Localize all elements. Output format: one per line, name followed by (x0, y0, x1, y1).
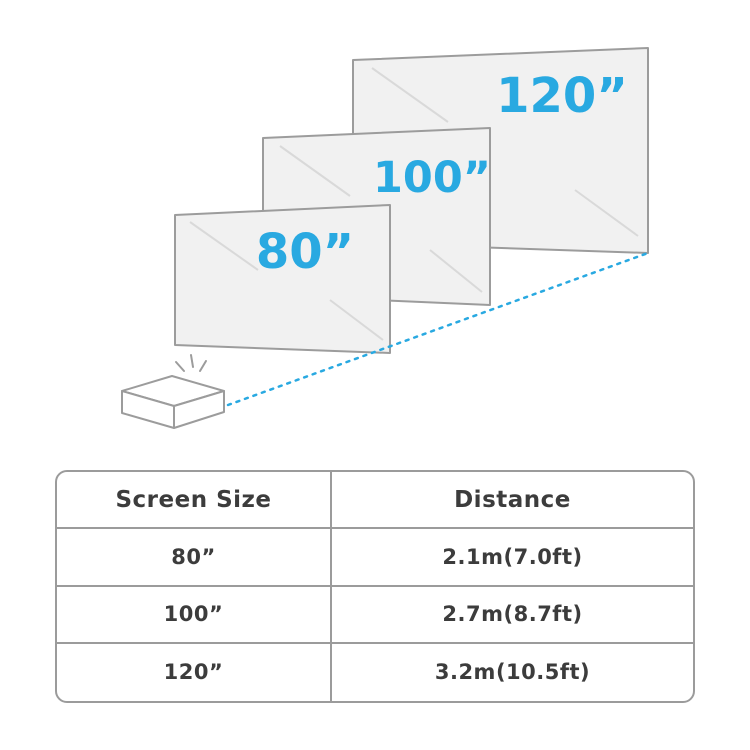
table-row-80-distance: 2.1m(7.0ft) (332, 529, 693, 587)
throw-distance-svg: 120” 100” 80” (121, 47, 650, 429)
throw-distance-diagram: 120” 100” 80” (121, 47, 650, 429)
table-header-screen-size: Screen Size (57, 472, 332, 530)
table-row-120-size: 120” (57, 643, 332, 701)
projector-light-rays (175, 354, 207, 372)
screen-distance-table: Screen Size Distance 80” 2.1m(7.0ft) 100… (55, 470, 695, 703)
table-row-120-distance: 3.2m(10.5ft) (434, 660, 591, 685)
screen-120-glare-bottom (574, 189, 639, 237)
table-row-100-distance: 2.7m(8.7ft) (332, 587, 693, 644)
screen-100-glare-top (279, 145, 351, 197)
table-row-100-size: 100” (57, 586, 332, 644)
screen-100-label: 100” (373, 153, 491, 203)
table-header-distance: Distance (332, 472, 693, 530)
screen-80: 80” (174, 204, 391, 354)
projector-icon (121, 354, 225, 429)
projector-right-face (173, 390, 225, 429)
screen-80-glare-top (189, 221, 259, 271)
screen-120-label: 120” (496, 68, 628, 124)
screen-80-glare-bottom (329, 299, 384, 341)
throw-distance-line (226, 251, 650, 407)
screen-100-glare-bottom (429, 249, 483, 293)
screen-80-panel (174, 204, 391, 354)
screen-120-glare-top (371, 67, 449, 123)
screen-80-label: 80” (256, 224, 354, 280)
table-row-80-size: 80” (57, 529, 332, 587)
